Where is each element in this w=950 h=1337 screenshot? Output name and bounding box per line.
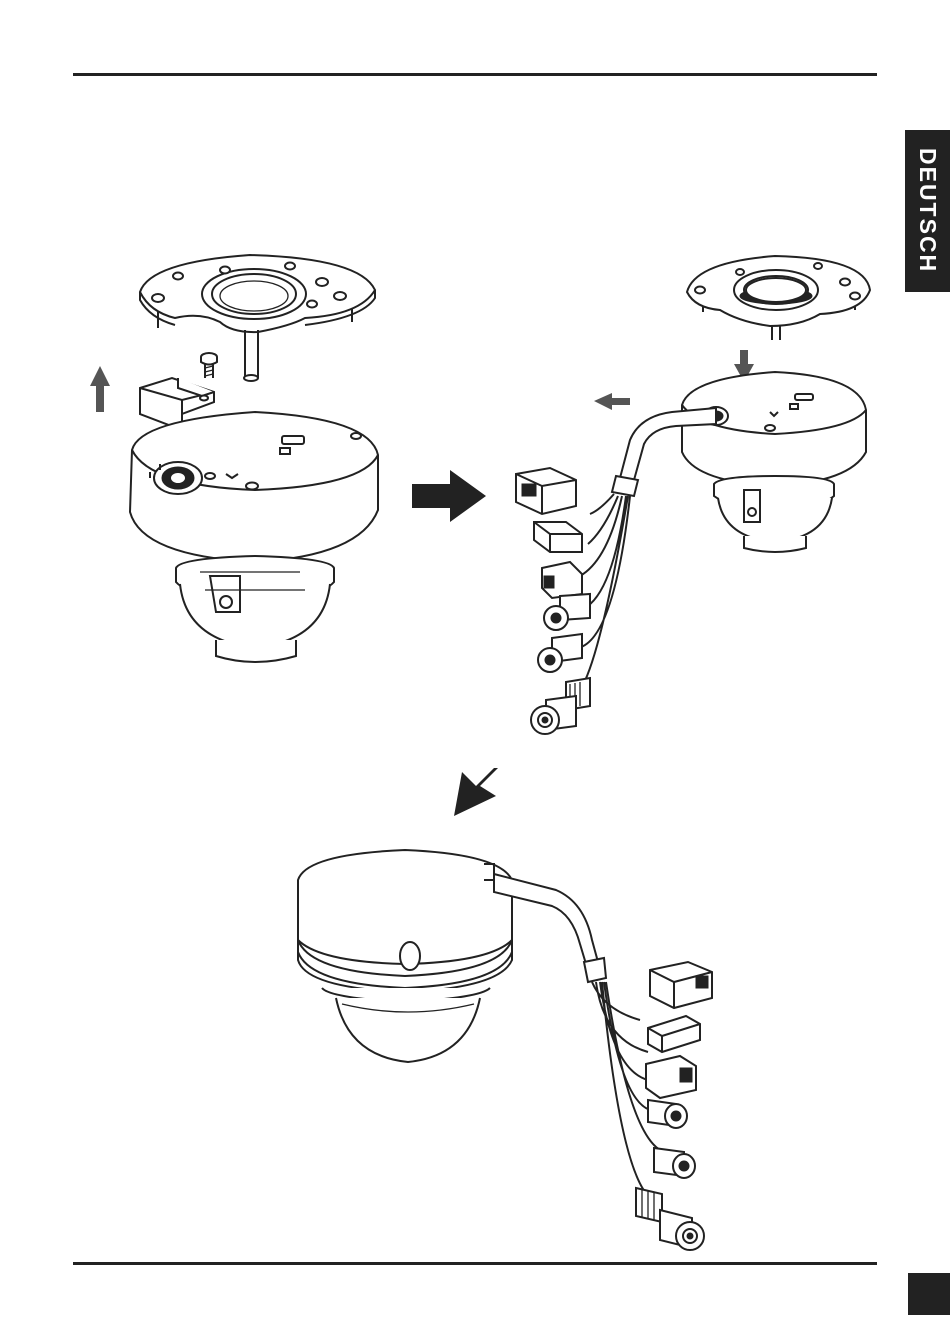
assembled-cable — [494, 874, 712, 1250]
mounting-plate-small — [687, 256, 870, 340]
step3-assembled-camera — [298, 850, 712, 1250]
footer-rule — [73, 1262, 877, 1265]
up-arrow-icon — [90, 366, 110, 412]
camera-dome-small — [714, 476, 834, 552]
camera-dome — [176, 556, 334, 662]
camera-housing — [130, 412, 378, 562]
screw — [201, 353, 217, 378]
mounting-plate — [140, 255, 375, 381]
assembled-dome — [322, 988, 490, 1062]
down-left-arrow-icon — [454, 768, 498, 816]
right-arrow-icon — [412, 470, 486, 522]
camera-housing-small — [682, 372, 866, 486]
step1-exploded-camera — [90, 255, 378, 662]
step2-cable-routing — [516, 256, 870, 734]
page-number-tab — [908, 1273, 950, 1315]
left-arrow-icon — [594, 393, 630, 410]
assembled-housing — [298, 850, 512, 992]
